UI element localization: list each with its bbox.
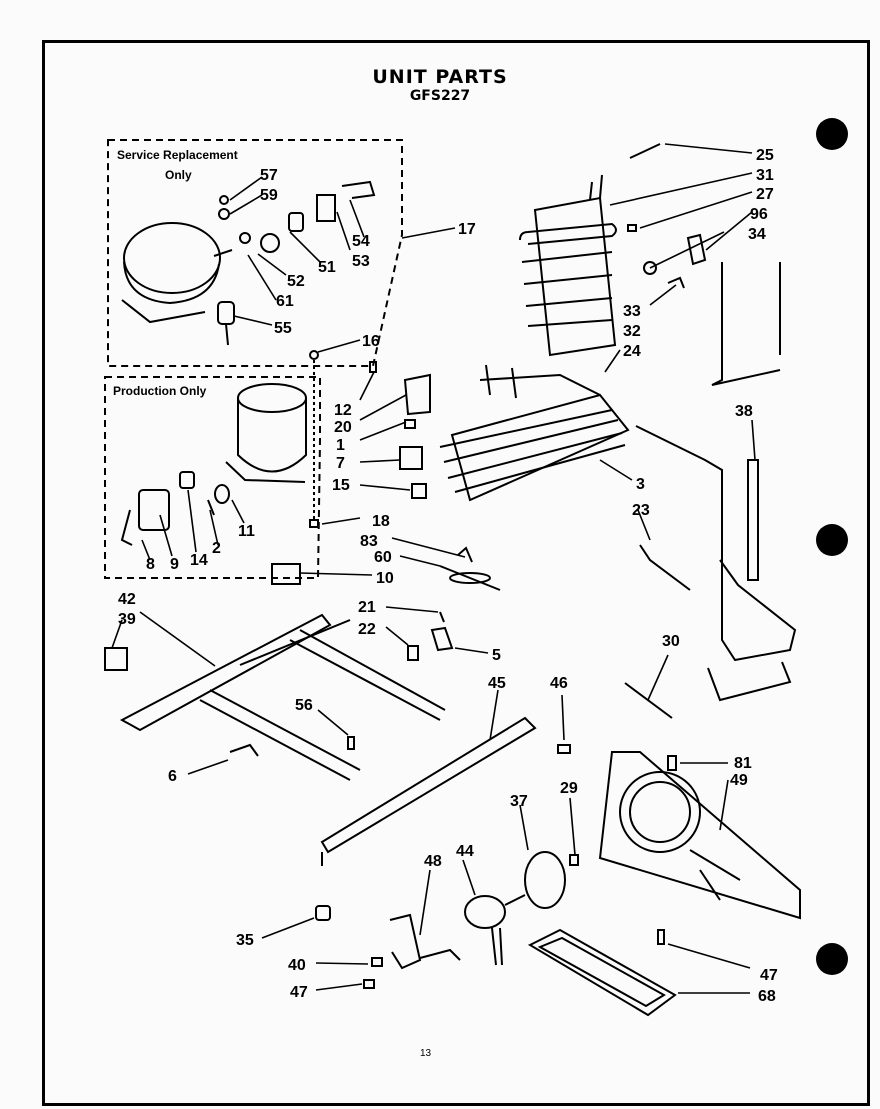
- part-callout-33: 33: [623, 303, 641, 320]
- part-callout-96: 96: [750, 206, 768, 223]
- part-callout-46: 46: [550, 675, 568, 692]
- binder-hole: [816, 118, 848, 150]
- part-callout-20: 20: [334, 419, 352, 436]
- part-callout-29: 29: [560, 780, 578, 797]
- part-callout-54: 54: [352, 233, 370, 250]
- part-callout-35: 35: [236, 932, 254, 949]
- part-callout-23: 23: [632, 502, 650, 519]
- part-callout-10: 10: [376, 570, 394, 587]
- part-callout-42: 42: [118, 591, 136, 608]
- refrigerant-tube: [624, 425, 797, 719]
- service-replacement-box: [107, 139, 403, 367]
- part-callout-53: 53: [352, 253, 370, 270]
- drain-pan: [527, 928, 677, 1017]
- binder-hole: [816, 524, 848, 556]
- part-callout-1: 1: [336, 437, 345, 454]
- part-callout-6: 6: [168, 768, 177, 785]
- part-callout-11: 11: [238, 523, 255, 540]
- part-callout-81: 81: [734, 755, 752, 772]
- evaporator-coil: [439, 364, 630, 502]
- part-callout-44: 44: [456, 843, 474, 860]
- overload-parts-service: [217, 180, 376, 346]
- condenser-coil: [519, 174, 617, 357]
- part-callout-3: 3: [636, 476, 645, 493]
- part-callout-45: 45: [488, 675, 506, 692]
- compressor-production: [225, 383, 307, 483]
- part-callout-21: 21: [358, 599, 376, 616]
- part-callout-25: 25: [756, 147, 774, 164]
- part-callout-17: 17: [458, 221, 476, 238]
- part-callout-57: 57: [260, 167, 278, 184]
- part-callout-32: 32: [623, 323, 641, 340]
- part-callout-83: 83: [360, 533, 378, 550]
- part-callout-2: 2: [212, 540, 221, 557]
- part-callout-30: 30: [662, 633, 680, 650]
- part-callout-61: 61: [276, 293, 294, 310]
- relay-production: [120, 471, 230, 546]
- part-callout-51: 51: [318, 259, 336, 276]
- part-callout-68: 68: [758, 988, 776, 1005]
- production-only-box: [104, 376, 321, 579]
- part-callout-34: 34: [748, 226, 766, 243]
- part-callout-16: 16: [362, 333, 380, 350]
- part-callout-55: 55: [274, 320, 292, 337]
- model-number: GFS227: [409, 88, 471, 104]
- fan-motor: [315, 851, 579, 989]
- frame-bracket: [104, 613, 446, 781]
- part-callout-24: 24: [623, 343, 641, 360]
- fan-shroud: [598, 751, 801, 945]
- part-callout-9: 9: [170, 556, 179, 573]
- leader-lines: [111, 143, 756, 994]
- part-callout-18: 18: [372, 513, 390, 530]
- part-callout-60: 60: [374, 549, 392, 566]
- part-callout-15: 15: [332, 477, 350, 494]
- part-callout-47: 47: [290, 984, 308, 1001]
- part-callout-37: 37: [510, 793, 528, 810]
- small-parts-right: [627, 143, 781, 386]
- diagram-title: UNIT PARTS: [372, 66, 508, 88]
- part-callout-59: 59: [260, 187, 278, 204]
- compressor-service: [121, 222, 233, 324]
- part-callout-14: 14: [190, 552, 208, 569]
- part-callout-56: 56: [295, 697, 313, 714]
- binder-hole: [816, 943, 848, 975]
- part-callout-48: 48: [424, 853, 442, 870]
- part-callout-47: 47: [760, 967, 778, 984]
- part-callout-39: 39: [118, 611, 136, 628]
- part-callout-7: 7: [336, 455, 345, 472]
- parts-column: [271, 350, 501, 661]
- part-callout-52: 52: [287, 273, 305, 290]
- part-callout-5: 5: [492, 647, 501, 664]
- part-callout-40: 40: [288, 957, 306, 974]
- production-box-label: Production Only: [113, 384, 207, 398]
- page-number: 13: [420, 1048, 432, 1059]
- page-frame: [42, 40, 870, 1106]
- part-callout-49: 49: [730, 772, 748, 789]
- service-box-label-1: Service Replacement: [117, 148, 238, 162]
- part-callout-31: 31: [756, 167, 774, 184]
- part-callout-27: 27: [756, 186, 774, 203]
- part-callout-8: 8: [146, 556, 155, 573]
- mounting-rail: [320, 716, 571, 866]
- callout-labels: 2531279634333224175759515453526155161220…: [118, 147, 778, 1005]
- service-box-label-2: Only: [165, 168, 192, 182]
- part-callout-22: 22: [358, 621, 376, 638]
- part-callout-38: 38: [735, 403, 753, 420]
- part-callout-12: 12: [334, 402, 352, 419]
